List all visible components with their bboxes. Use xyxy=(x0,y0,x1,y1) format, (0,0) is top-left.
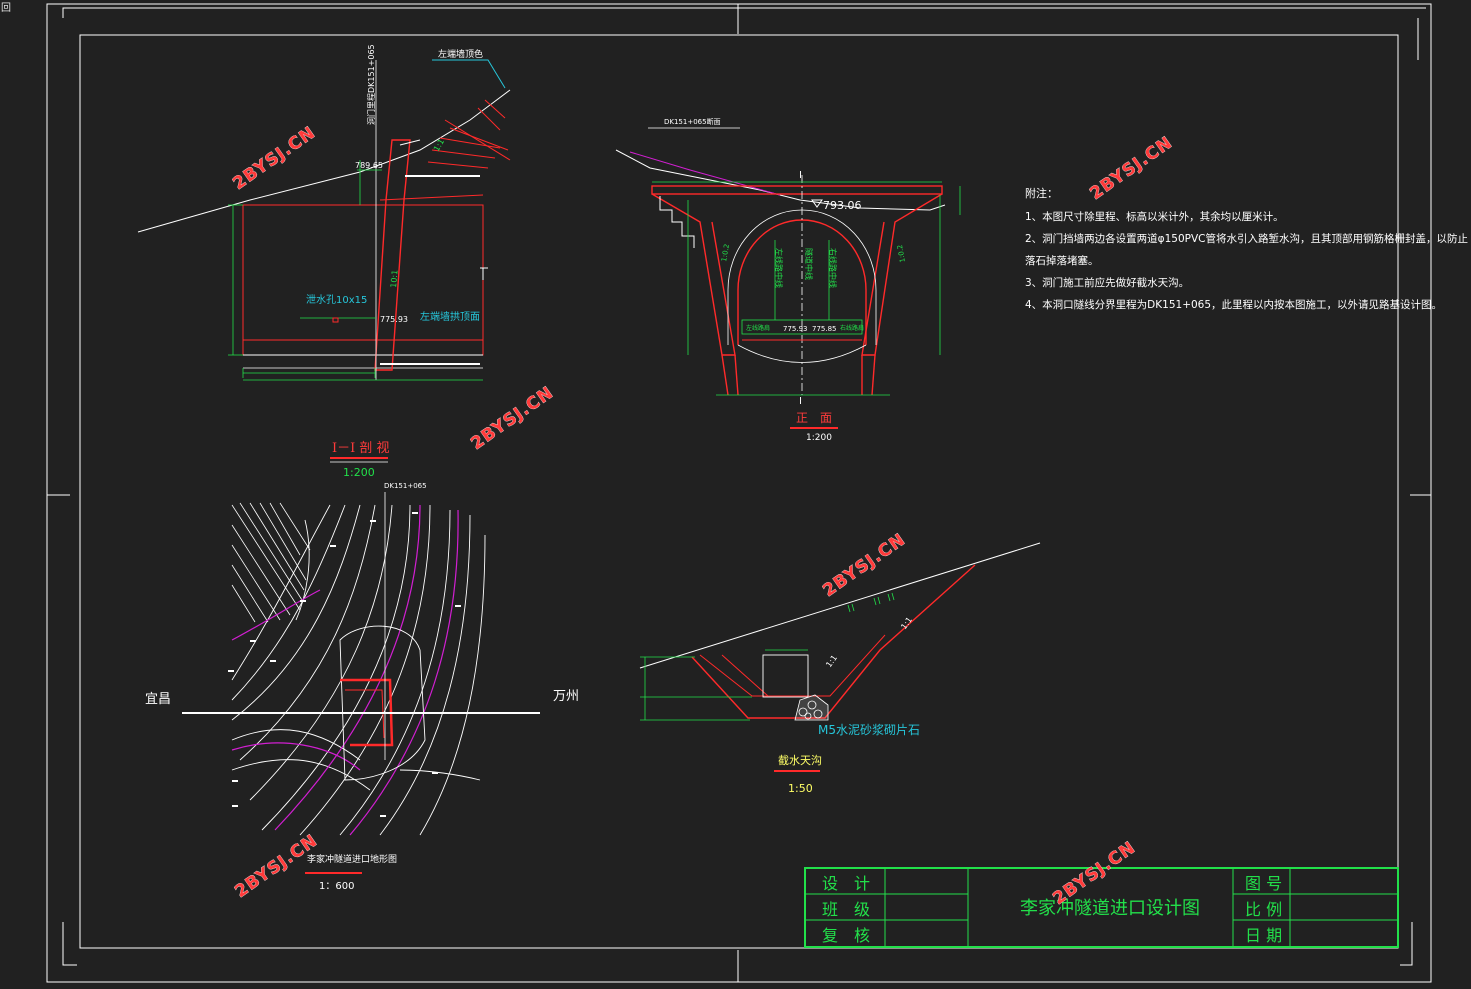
slope-hatch xyxy=(427,99,511,169)
ditch-cap xyxy=(762,654,809,698)
front-view: DK151+065断面 793.0 xyxy=(615,117,961,443)
note-1: 1、本图尺寸除里程、标高以米计外，其余均以厘米计。 xyxy=(1025,210,1284,223)
watermark: 2BYSJ.CN xyxy=(467,383,557,454)
front-ratio-left: 1:0.2 xyxy=(720,243,731,262)
ditch-ground-line xyxy=(639,542,1041,669)
wall-crown-label: 左端墙拱顶面 xyxy=(420,310,480,323)
gravel-fill xyxy=(380,175,480,365)
section-view-title: I－I 剖 视 xyxy=(332,441,390,456)
grass-marks xyxy=(847,592,895,613)
map-chainage: DK151+065 xyxy=(384,482,427,490)
topo-contours-white xyxy=(231,504,486,836)
bottom-right-label: 右线路肩 xyxy=(840,324,864,332)
note-4: 4、本洞口隧线分界里程为DK151+065，此里程以内按本图施工，以外请见路基设… xyxy=(1025,298,1442,311)
stepped-footing xyxy=(659,196,695,248)
front-ratio-right: 1:0.2 xyxy=(896,244,907,263)
watermark: 2BYSJ.CN xyxy=(229,123,319,194)
portal-footprint xyxy=(339,625,426,781)
title-block: 设 计 班 级 复 核 李家冲隧道进口设计图 图 号 比 例 日 期 xyxy=(804,867,1399,948)
section-view: 左端墙顶色 洞门里程DK151+065 789.65 775.93 1:1 10… xyxy=(137,44,511,479)
portal-cap-beam xyxy=(651,185,943,195)
front-dimensions xyxy=(652,181,961,396)
elev-bottom-label: 775.93 xyxy=(380,315,408,324)
front-elev-main: 793.06 xyxy=(823,199,862,212)
note-3: 3、洞门施工前应先做好截水天沟。 xyxy=(1025,276,1189,289)
ditch-material-label: M5水泥砂浆砌片石 xyxy=(818,722,920,737)
label-scale: 比 例 xyxy=(1245,900,1282,919)
section-mark-bottom: I xyxy=(799,396,802,407)
elev-top-label: 789.65 xyxy=(355,161,383,170)
note-2b: 落石掉落堵塞。 xyxy=(1025,254,1099,267)
watermark: 2BYSJ.CN xyxy=(819,530,909,601)
topo-contours-magenta xyxy=(231,504,459,836)
section-view-scale: 1:200 xyxy=(343,466,375,479)
section-mark-top: I xyxy=(799,170,802,181)
ditch-dimensions xyxy=(640,649,808,721)
label-class: 班 级 xyxy=(822,900,870,919)
label-review: 复 核 xyxy=(822,926,870,945)
tunnel-lining-outline xyxy=(242,204,484,356)
bottom-left-label: 左线路肩 xyxy=(746,324,770,332)
callout-top-label: 左端墙顶色 xyxy=(438,48,483,60)
slope-ratio-b: 10:1 xyxy=(389,269,400,288)
topo-hatch xyxy=(231,502,311,623)
map-scale: 1：600 xyxy=(319,881,354,892)
front-elev-right: 775.85 xyxy=(812,325,837,333)
drawing-title: 李家冲隧道进口设计图 xyxy=(1020,898,1200,919)
route-left-place: 宜昌 xyxy=(145,692,171,707)
section-dimensions xyxy=(228,160,483,381)
front-view-title: 正 面 xyxy=(796,411,832,425)
ditch-profile xyxy=(691,564,976,719)
watermark: 2BYSJ.CN xyxy=(1086,133,1176,204)
center-label-right: 右线路中线 xyxy=(828,248,838,288)
track-bed xyxy=(741,319,863,335)
callout-leader xyxy=(432,59,506,89)
corner-mark-icon: 回 xyxy=(1,2,11,14)
note-2: 2、洞门挡墙两边各设置两道φ150PVC管将水引入路堑水沟，且其顶部用钢筋格栅封… xyxy=(1025,232,1468,245)
center-label-mid: 隧道中线 xyxy=(804,248,814,280)
route-right-place: 万州 xyxy=(553,689,579,704)
notes-block: 附注： 1、本图尺寸除里程、标高以米计外，其余均以厘米计。 2、洞门挡墙两边各设… xyxy=(1025,186,1468,311)
label-drawing-no: 图 号 xyxy=(1245,874,1282,893)
drawing-frame xyxy=(46,3,1432,983)
notes-heading: 附注： xyxy=(1025,186,1058,200)
right-wing-wall xyxy=(861,193,943,356)
portal-wall xyxy=(374,139,411,371)
front-callout: DK151+065断面 xyxy=(664,117,721,126)
spot-elevations xyxy=(228,512,461,817)
slope-ratio-a: 1:1 xyxy=(432,137,446,153)
intercepting-ditch: 1:1 1:1 M5水泥砂浆砌片石 截水天沟 1:50 xyxy=(639,542,1041,795)
ditch-slope-a: 1:1 xyxy=(824,653,839,669)
drain-hole-label: 泄水孔10x15 xyxy=(306,293,367,306)
front-elev-left: 775.93 xyxy=(783,325,808,333)
label-design: 设 计 xyxy=(822,874,870,893)
left-wing-wall xyxy=(651,193,736,356)
elevation-marker-icon xyxy=(811,199,823,208)
chainage-label: 洞门里程DK151+065 xyxy=(366,44,376,125)
ditch-title: 截水天沟 xyxy=(778,753,822,767)
label-date: 日 期 xyxy=(1245,926,1282,945)
ditch-slope-b: 1:1 xyxy=(899,615,914,631)
ditch-scale: 1:50 xyxy=(788,782,813,795)
center-label-left: 左线路中线 xyxy=(774,248,784,288)
ground-line xyxy=(137,89,511,233)
stone-fill xyxy=(794,694,829,721)
map-title: 李家冲隧道进口地形图 xyxy=(307,853,397,865)
front-view-scale: 1:200 xyxy=(806,433,832,443)
watermark: 2BYSJ.CN xyxy=(231,831,321,902)
topographic-map: DK151+065 宜昌 万州 李家冲隧道进口地形图 1：600 xyxy=(145,482,579,892)
